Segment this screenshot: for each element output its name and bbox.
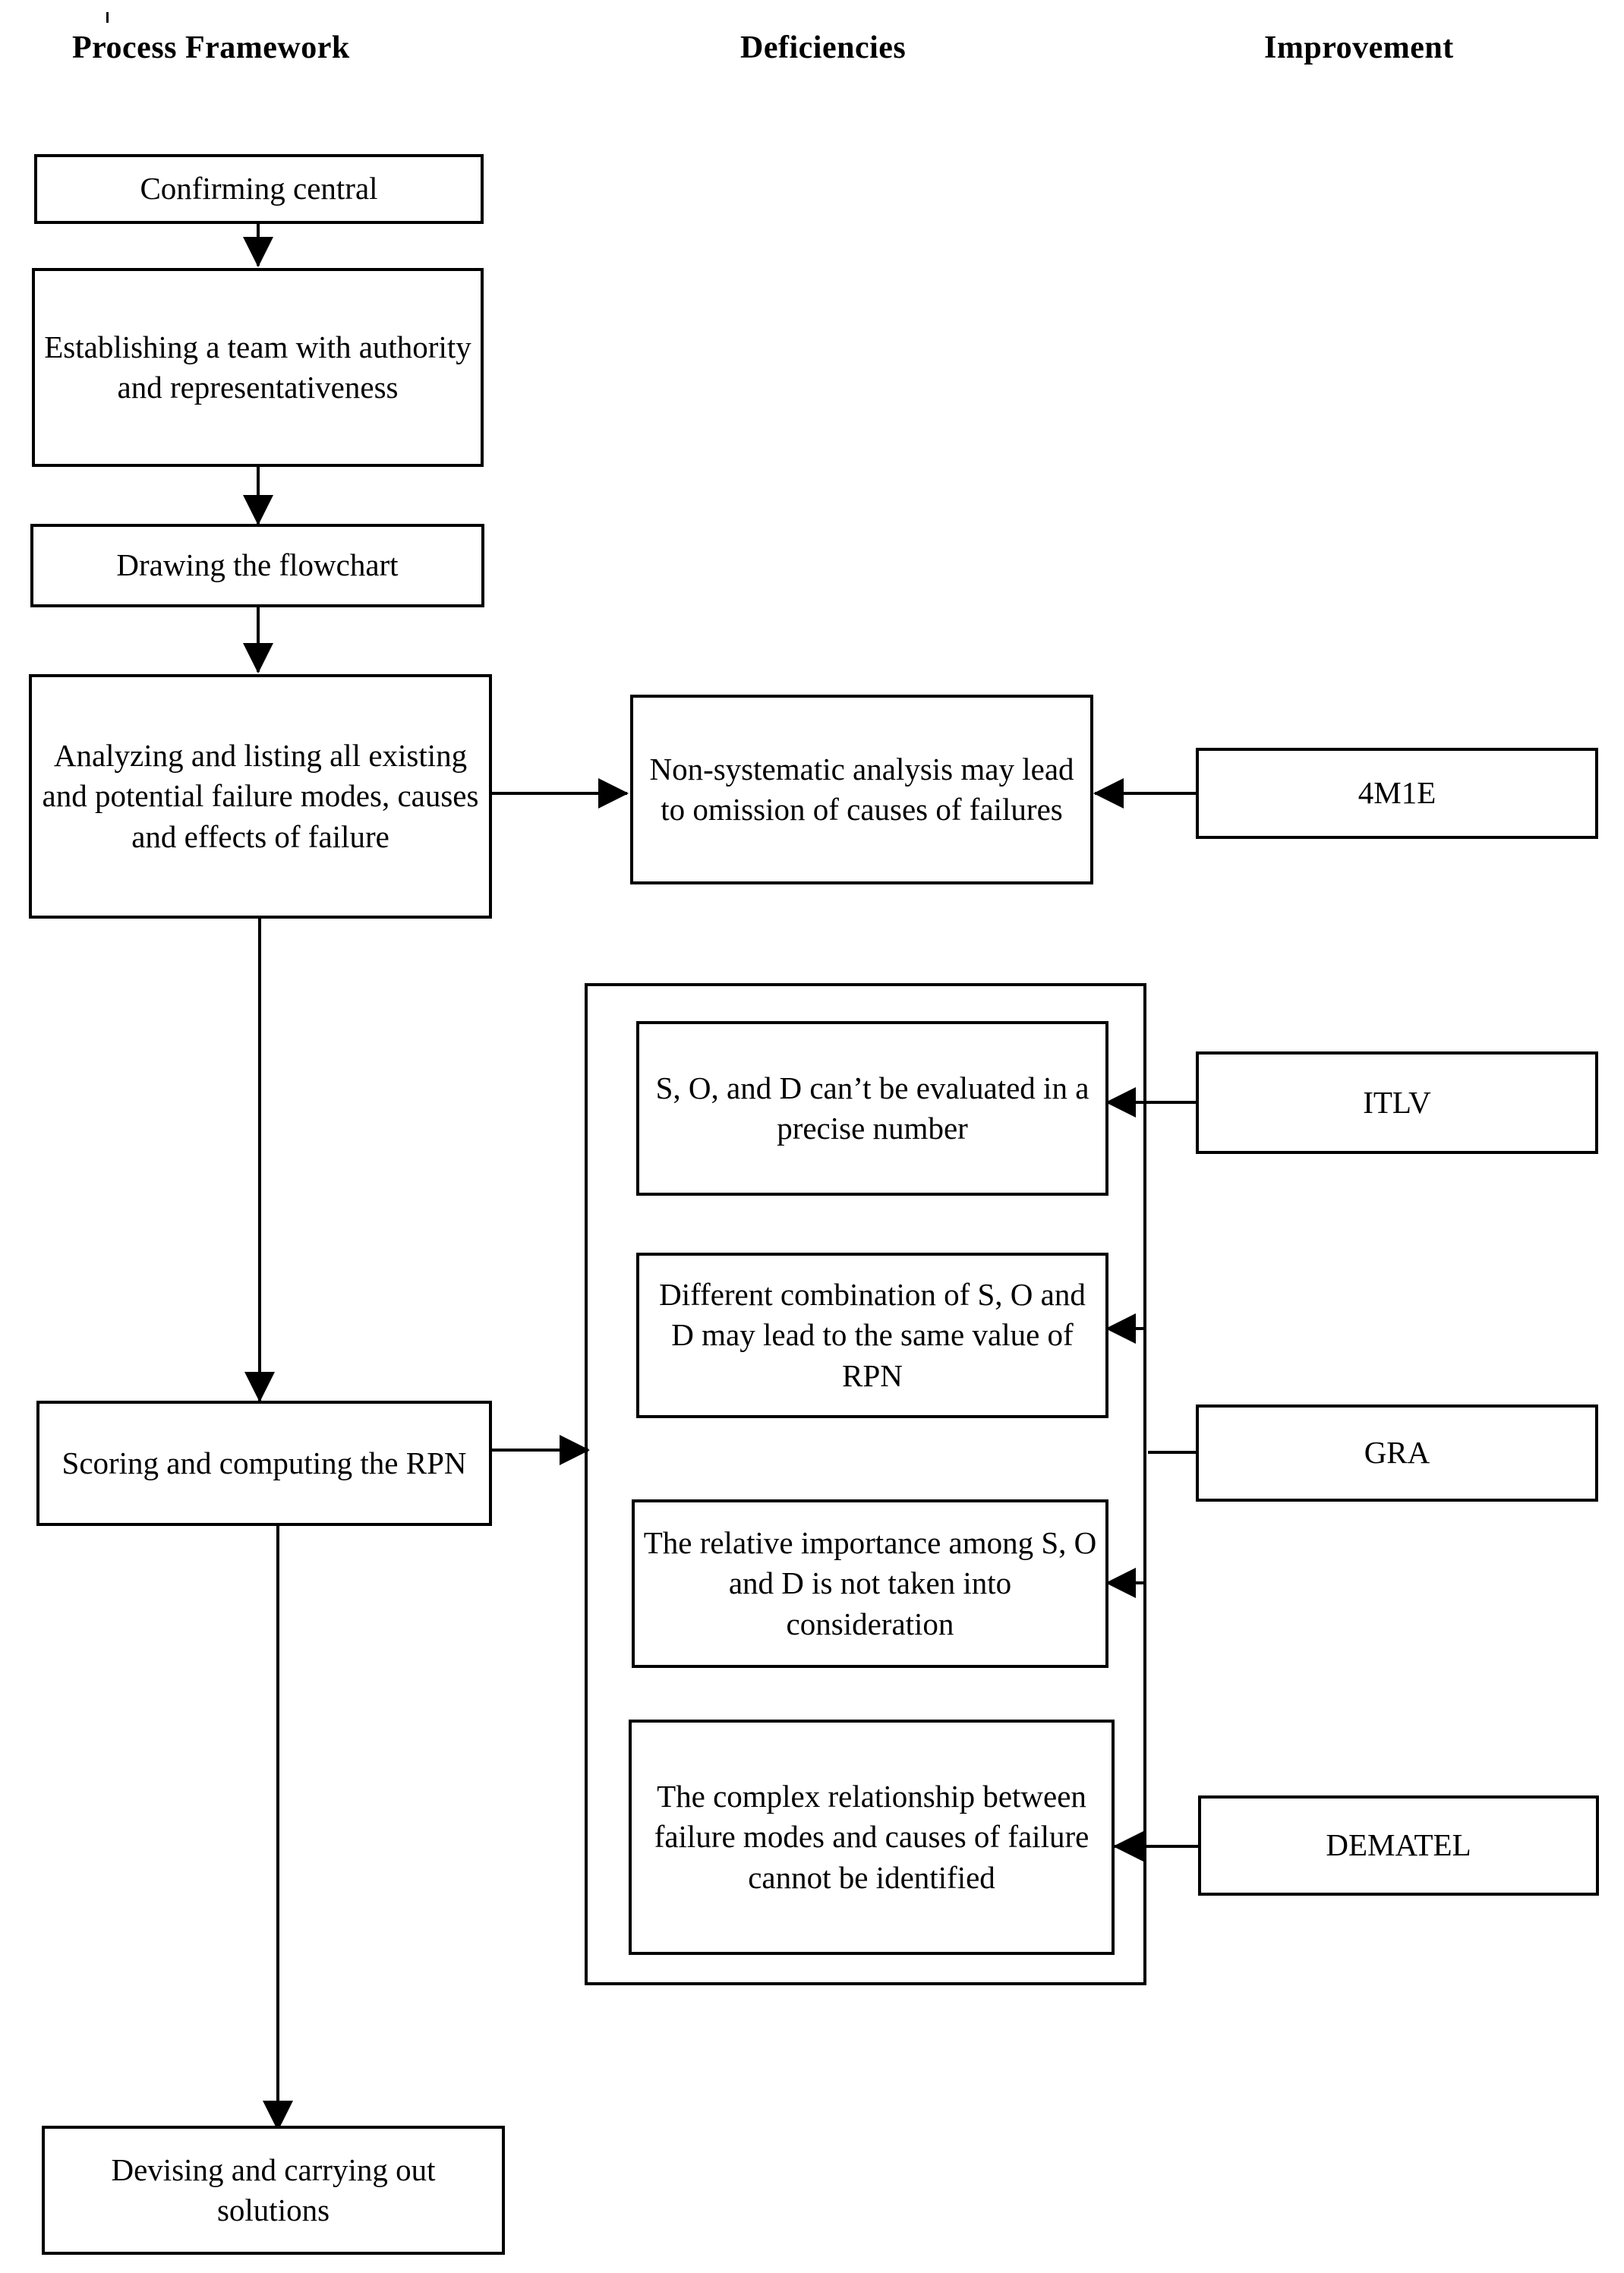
process-step-confirming-central[interactable]: Confirming central	[34, 154, 484, 224]
process-step-devising-solutions[interactable]: Devising and carrying out solutions	[42, 2126, 505, 2255]
improvement-dematel[interactable]: DEMATEL	[1198, 1795, 1599, 1896]
deficiency-label: Non-systematic analysis may lead to omis…	[649, 751, 1074, 827]
process-step-label: Drawing the flowchart	[116, 547, 399, 583]
process-step-establishing-team[interactable]: Establishing a team with authority and r…	[32, 268, 484, 467]
deficiency-non-systematic-analysis[interactable]: Non-systematic analysis may lead to omis…	[630, 695, 1093, 884]
deficiency-group-container	[585, 983, 1146, 1985]
deficiency-sod-not-precise[interactable]: S, O, and D can’t be evaluated in a prec…	[636, 1021, 1108, 1196]
process-step-label: Establishing a team with authority and r…	[44, 329, 471, 405]
deficiency-relative-importance[interactable]: The relative importance among S, O and D…	[632, 1499, 1108, 1668]
deficiency-label: The complex relationship between failure…	[654, 1779, 1089, 1895]
improvement-label: 4M1E	[1358, 775, 1436, 811]
improvement-gra[interactable]: GRA	[1196, 1404, 1598, 1502]
process-step-label: Analyzing and listing all existing and p…	[42, 738, 479, 854]
deficiency-label: Different combination of S, O and D may …	[659, 1277, 1086, 1393]
improvement-label: GRA	[1364, 1435, 1430, 1471]
deficiency-same-rpn-value[interactable]: Different combination of S, O and D may …	[636, 1253, 1108, 1418]
process-step-label: Scoring and computing the RPN	[61, 1445, 467, 1480]
process-step-scoring-rpn[interactable]: Scoring and computing the RPN	[36, 1401, 492, 1526]
deficiency-label: The relative importance among S, O and D…	[643, 1525, 1097, 1641]
process-step-analyzing-failure-modes[interactable]: Analyzing and listing all existing and p…	[29, 674, 492, 919]
improvement-4m1e[interactable]: 4M1E	[1196, 748, 1598, 839]
improvement-itlv[interactable]: ITLV	[1196, 1051, 1598, 1154]
improvement-label: ITLV	[1363, 1084, 1431, 1120]
improvement-label: DEMATEL	[1326, 1827, 1471, 1863]
deficiency-complex-relationship[interactable]: The complex relationship between failure…	[629, 1720, 1115, 1955]
process-step-label: Confirming central	[140, 171, 378, 206]
process-step-drawing-flowchart[interactable]: Drawing the flowchart	[30, 524, 484, 607]
column-heading-improvement: Improvement	[1264, 30, 1454, 65]
column-heading-process-framework: Process Framework	[72, 30, 350, 65]
deficiency-label: S, O, and D can’t be evaluated in a prec…	[655, 1070, 1089, 1146]
stray-tick-mark	[106, 12, 109, 23]
process-step-label: Devising and carrying out solutions	[111, 2152, 436, 2227]
column-heading-deficiencies: Deficiencies	[740, 30, 907, 65]
